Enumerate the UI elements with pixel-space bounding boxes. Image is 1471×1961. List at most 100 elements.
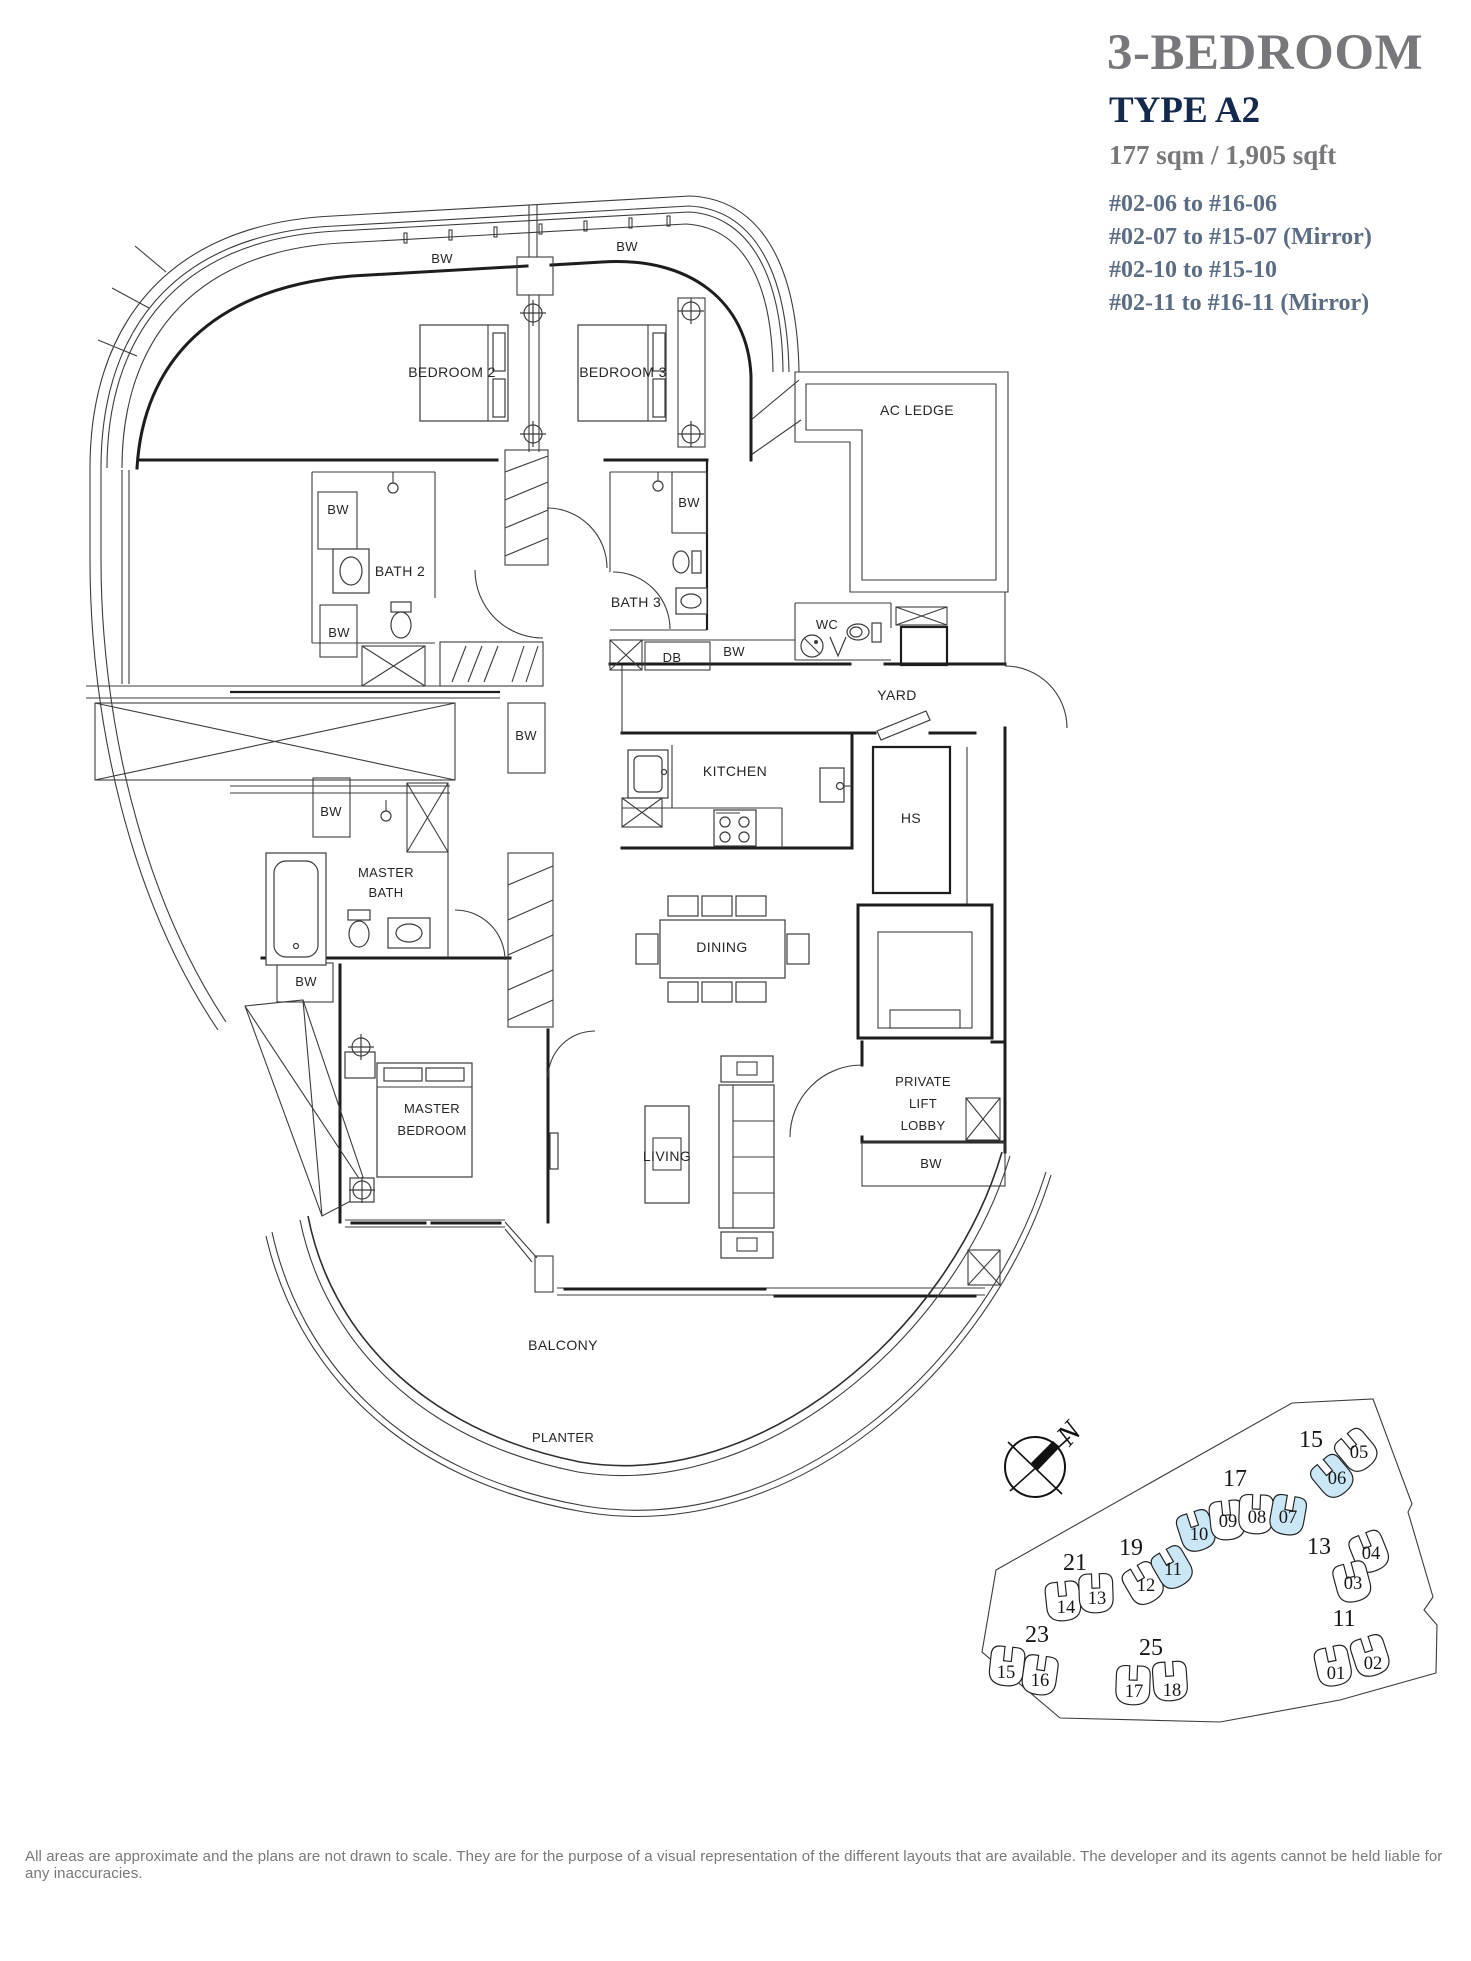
room-label-master-bath-1: MASTER (358, 865, 414, 880)
room-label-bath2: BATH 2 (375, 563, 425, 579)
label-bw: BW (328, 625, 350, 640)
window-mullions (403, 215, 671, 244)
unit-number: 01 (1327, 1664, 1346, 1684)
page-title: 3-BEDROOM (1107, 25, 1424, 81)
unit-range-list: #02-06 to #16-06 #02-07 to #15-07 (Mirro… (1109, 188, 1467, 320)
label-backer (688, 939, 756, 956)
unit-area: 177 sqm / 1,905 sqft (1109, 140, 1337, 170)
toilet-bath3 (672, 550, 702, 574)
doors (454, 507, 1068, 1138)
room-label-kitchen: KITCHEN (703, 763, 767, 779)
room-label-db: DB (663, 650, 682, 665)
block-number: 13 (1307, 1534, 1331, 1560)
label-bw: BW (327, 502, 349, 517)
room-label-lobby-3: LOBBY (901, 1118, 946, 1133)
toilet-master-bath (347, 909, 371, 948)
header: 3-BEDROOM TYPE A2 177 sqm / 1,905 sqft #… (1107, 26, 1467, 320)
kitchen-sink (627, 749, 669, 799)
unit-number: 09 (1219, 1512, 1238, 1532)
sink-bath3 (675, 587, 708, 615)
unit-number: 06 (1328, 1469, 1347, 1489)
label-bw: BW (320, 804, 342, 819)
sink-bath2 (332, 548, 370, 594)
block-number: 11 (1332, 1606, 1355, 1632)
room-label-planter: PLANTER (532, 1430, 594, 1445)
bathtub (265, 852, 327, 966)
room-label-bath3: BATH 3 (611, 594, 661, 610)
stove (713, 809, 757, 847)
column-markers (348, 298, 704, 1203)
unit-number: 18 (1163, 1681, 1182, 1701)
walls (86, 259, 1007, 1224)
coffee-table (644, 1105, 690, 1204)
bed-bedroom2 (419, 324, 509, 422)
room-label-dining: DINING (696, 939, 747, 955)
hs-door-leaf (876, 710, 931, 741)
block-number: 21 (1063, 1550, 1087, 1576)
floor-plan: AC LEDGE BEDROOM 2 BEDROOM 3 BATH 2 BATH… (86, 195, 1068, 1517)
shower-bath3 (652, 472, 664, 492)
room-label-master-bedroom-1: MASTER (404, 1101, 460, 1116)
unit-number: 17 (1125, 1682, 1144, 1702)
balcony-windows (345, 1219, 985, 1298)
tv-console (549, 1132, 559, 1170)
ac-ledge (794, 371, 1009, 593)
label-bw: BW (723, 644, 745, 659)
balcony-planter-curves (265, 1151, 1052, 1517)
shower-wc (800, 634, 847, 658)
unit-range: #02-06 to #16-06 (1109, 191, 1277, 217)
block-number: 19 (1119, 1535, 1143, 1561)
unit-number: 02 (1364, 1654, 1383, 1674)
kitchen-counter (621, 745, 783, 848)
unit-number: 15 (997, 1663, 1016, 1683)
toilet-wc (846, 622, 882, 643)
unit-number: 10 (1190, 1525, 1209, 1545)
label-bw: BW (431, 251, 453, 266)
unit-number: 05 (1350, 1443, 1369, 1463)
label-bw: BW (678, 495, 700, 510)
unit-number: 07 (1279, 1508, 1298, 1528)
label-bw: BW (616, 239, 638, 254)
room-label-master-bedroom-2: BEDROOM (397, 1123, 466, 1138)
compass-icon: N (1004, 1414, 1089, 1498)
keyplan-labels: 15 17 13 19 21 23 25 11 05 06 10 09 08 0… (997, 1427, 1383, 1702)
shower-bath2 (387, 472, 399, 494)
dining-table (635, 895, 810, 1003)
unit-range: #02-10 to #15-10 (1109, 257, 1277, 283)
unit-number: 04 (1362, 1544, 1381, 1564)
unit-number: 08 (1248, 1508, 1267, 1528)
kitchen-door-leaf (819, 767, 852, 803)
wardrobes (504, 449, 554, 1028)
unit-number: 13 (1088, 1589, 1107, 1609)
key-plan: N (981, 1398, 1438, 1723)
outer-shell (89, 195, 802, 1031)
unit-number: 03 (1344, 1574, 1363, 1594)
unit-number: 16 (1031, 1671, 1050, 1691)
block-number: 23 (1025, 1622, 1049, 1648)
bed-bedroom3 (577, 324, 667, 422)
block-number: 15 (1299, 1427, 1323, 1453)
room-label-bedroom3: BEDROOM 3 (579, 364, 667, 380)
unit-number: 12 (1137, 1576, 1156, 1596)
room-label-master-bath-2: BATH (369, 885, 404, 900)
unit-range: #02-11 to #16-11 (Mirror) (1109, 290, 1370, 316)
room-label-lobby-1: PRIVATE (895, 1074, 951, 1089)
disclaimer-text: All areas are approximate and the plans … (25, 1848, 1443, 1882)
sofa (718, 1055, 775, 1259)
room-label-lobby-2: LIFT (909, 1096, 937, 1111)
room-label-ac-ledge: AC LEDGE (880, 402, 954, 418)
unit-type: TYPE A2 (1109, 90, 1261, 131)
fixtures (265, 324, 994, 1259)
room-label-living: LIVING (643, 1148, 691, 1164)
room-label-wc: WC (816, 617, 838, 632)
unit-number: 14 (1057, 1598, 1076, 1618)
room-labels: AC LEDGE BEDROOM 2 BEDROOM 3 BATH 2 BATH… (295, 239, 954, 1445)
toilet-bath2 (390, 601, 412, 639)
room-label-hs: HS (901, 810, 921, 826)
sink-master-bath (387, 917, 431, 949)
unit-range: #02-07 to #15-07 (Mirror) (1109, 224, 1372, 250)
block-number: 17 (1223, 1466, 1247, 1492)
label-bw: BW (920, 1156, 942, 1171)
shower-master-bath (380, 800, 392, 822)
